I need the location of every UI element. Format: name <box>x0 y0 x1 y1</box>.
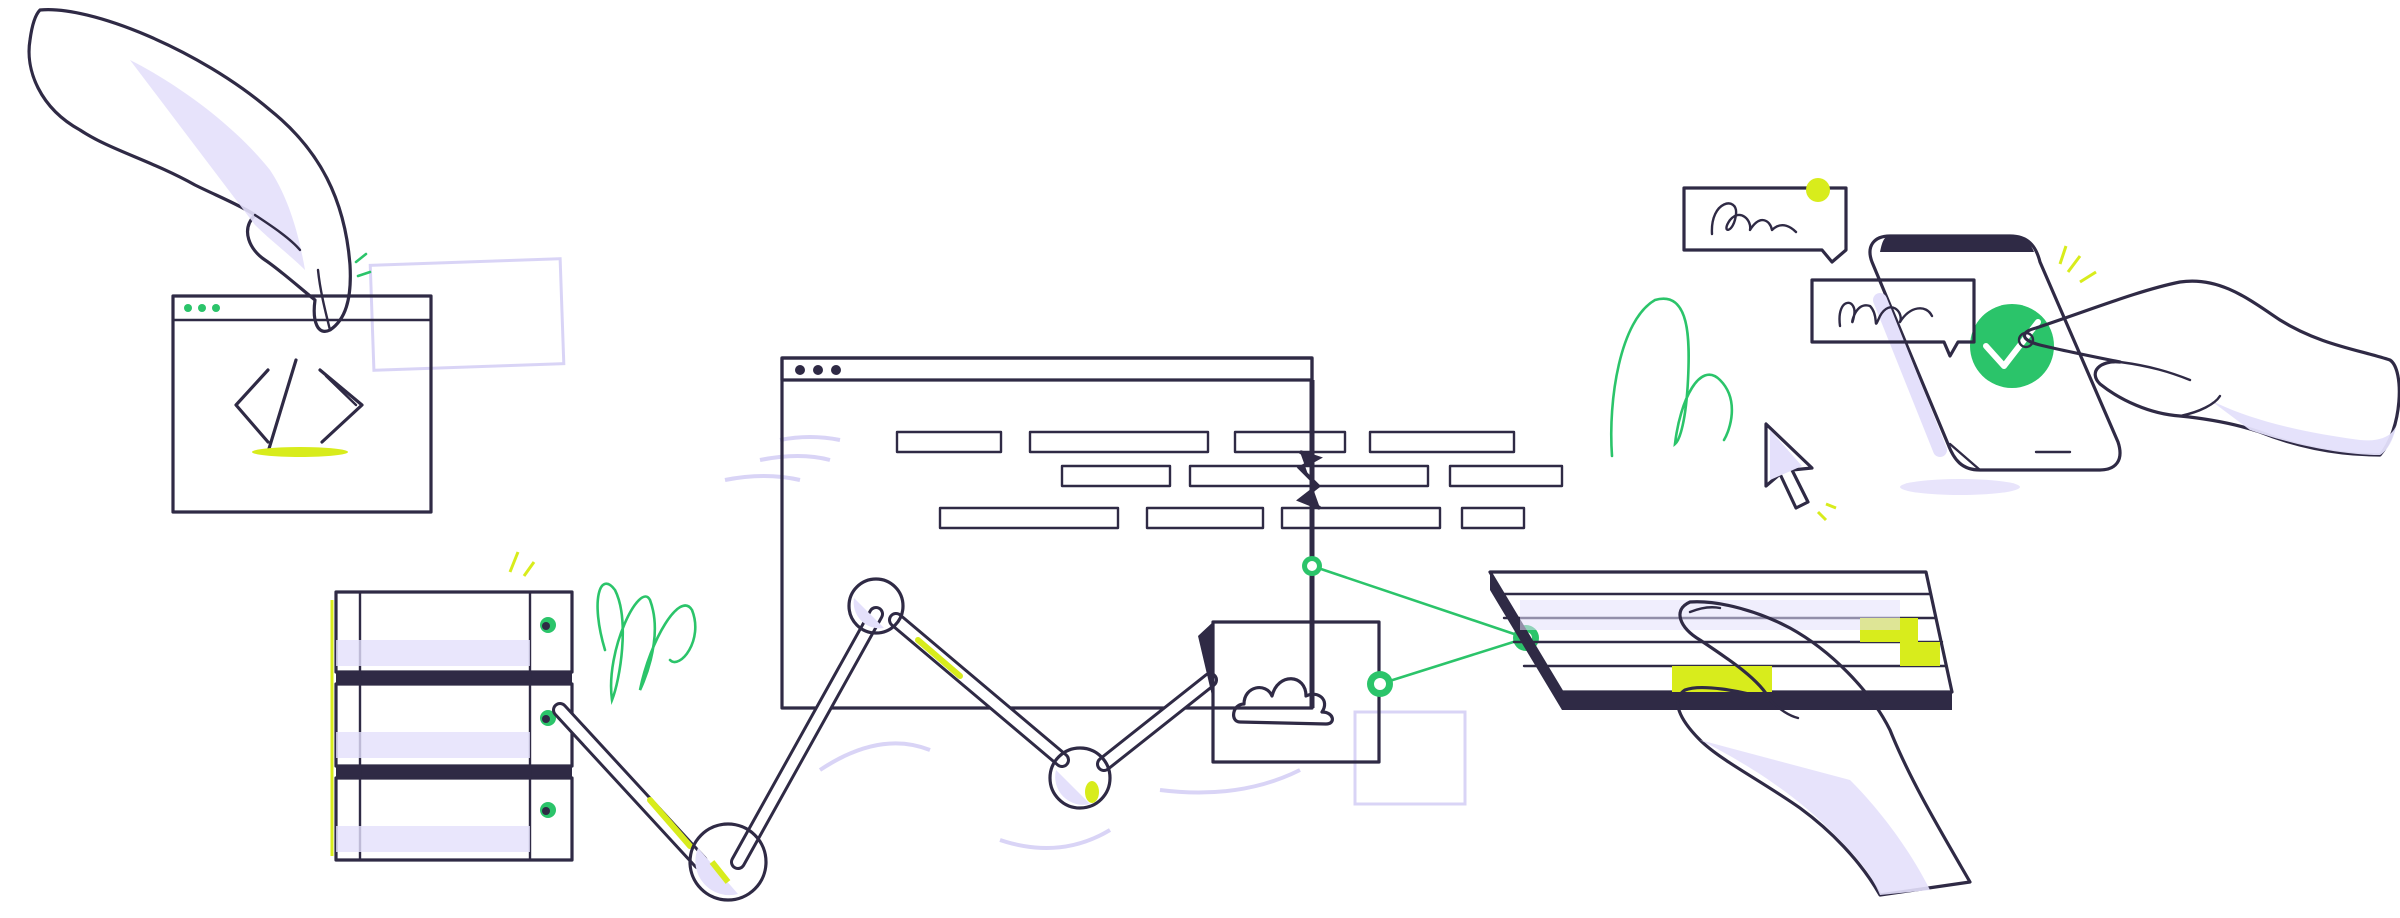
network-nodes <box>688 577 1112 902</box>
phone <box>1868 234 2122 472</box>
background-shapes <box>368 257 2020 850</box>
browser-window <box>780 356 1564 710</box>
chat-bubble <box>1810 278 1976 358</box>
network-node <box>688 822 768 902</box>
green-connections <box>1302 556 1539 697</box>
green-scribble-right <box>1609 297 1734 458</box>
server-stack <box>330 551 574 862</box>
pointer-cursor-icon <box>1764 422 1837 522</box>
cloud-icon <box>1232 677 1334 726</box>
network-links <box>552 606 1218 870</box>
hand-bottom-right <box>1676 600 1972 897</box>
code-brackets-icon <box>234 358 364 457</box>
green-scribble-left <box>596 582 697 706</box>
chat-bubbles <box>1682 178 1976 358</box>
checkmark-icon <box>1970 304 2054 388</box>
cloud-card <box>1198 620 1381 764</box>
hand-right <box>2017 279 2400 457</box>
code-rows <box>895 430 1564 530</box>
network-node <box>847 577 905 635</box>
code-window-card <box>171 294 433 514</box>
chat-bubble <box>1682 178 1848 264</box>
network-node <box>1048 746 1112 810</box>
hand-top-left <box>27 8 372 333</box>
